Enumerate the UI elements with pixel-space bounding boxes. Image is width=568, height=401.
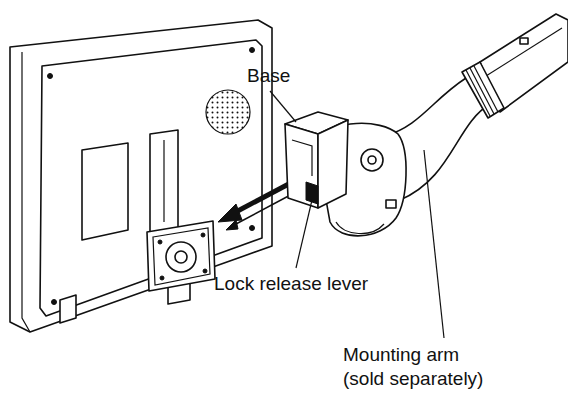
arm-edge: [486, 28, 562, 76]
arrow-guide-head: [226, 220, 238, 230]
arrow-guide: [236, 192, 296, 224]
plate-knob: [166, 242, 196, 272]
bottom-tab: [60, 295, 76, 323]
part-label: Lock release lever: [214, 272, 368, 296]
elbow-edge: [336, 222, 384, 234]
plate-screw: [201, 233, 205, 237]
leader-lines: [270, 91, 444, 338]
collar-rib: [474, 66, 498, 112]
plate-rim: [153, 228, 210, 285]
speaker-grille: [206, 90, 250, 134]
collar-rib: [466, 70, 490, 116]
base-front: [285, 124, 318, 208]
elbow-pivot: [361, 149, 383, 171]
mounting-slot: [150, 130, 178, 233]
arrow-head: [218, 204, 242, 222]
plate-screw: [203, 269, 207, 273]
part-label: Base: [247, 64, 290, 88]
base-rail: [292, 140, 312, 176]
plate-screw: [160, 276, 164, 280]
collar-rib: [470, 68, 494, 114]
screw: [52, 300, 57, 305]
arm-detail: [520, 38, 528, 44]
plate-screw: [158, 240, 162, 244]
elbow-screw: [386, 200, 396, 208]
bezel-edge: [22, 52, 30, 332]
screw: [250, 226, 255, 231]
screw: [250, 48, 255, 53]
mounting-plate: [147, 221, 215, 291]
pivot-center: [368, 156, 376, 164]
slot-groove: [163, 140, 164, 222]
leader-line: [424, 150, 444, 338]
leader-line: [296, 200, 312, 268]
leader-line: [270, 91, 296, 122]
part-label: Mounting arm (sold separately): [343, 343, 493, 391]
knob-center: [175, 251, 187, 263]
mounting-arm: [285, 14, 568, 236]
arm-collar: [462, 62, 504, 118]
label-recess: [82, 143, 128, 240]
screw: [48, 74, 53, 79]
base-side: [318, 120, 348, 208]
